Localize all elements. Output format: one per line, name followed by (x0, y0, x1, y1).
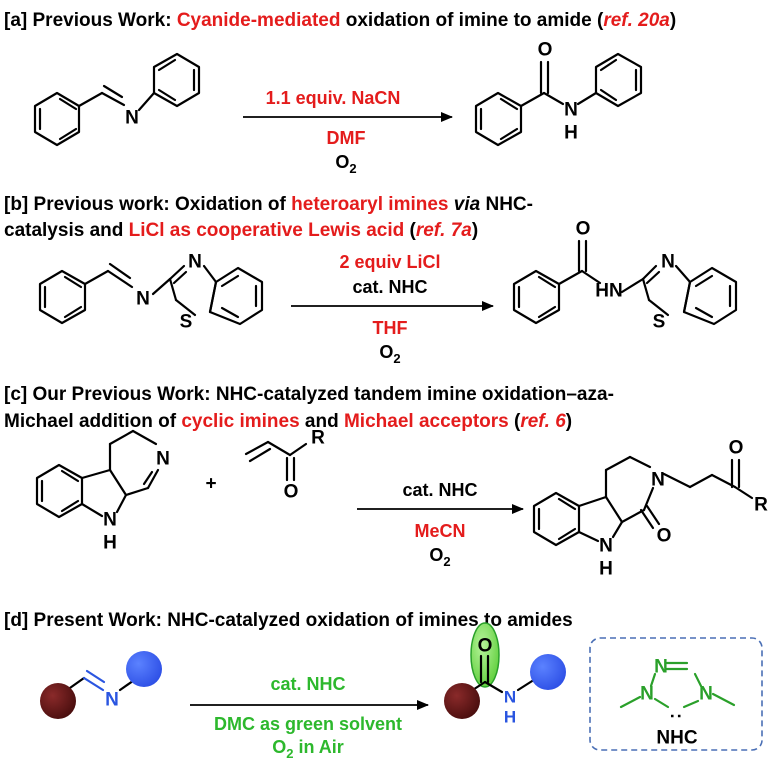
substituent-sphere-blue (126, 651, 162, 687)
carbene-lone-pair: : (667, 713, 687, 719)
oxygen-highlight (470, 622, 500, 688)
section-d: [d] Present Work: NHC-catalyzed oxidatio… (4, 610, 763, 761)
section-a-title-part: [a] Previous Work: (4, 10, 177, 31)
solvent-dmf: DMF (327, 128, 366, 148)
section-b: [b] Previous work: Oxidation of heteroar… (4, 194, 738, 366)
section-c-title-line2: Michael addition of cyclic imines and Mi… (4, 411, 572, 432)
section-d-product-structure (444, 622, 566, 719)
section-a-product-structure (474, 52, 643, 147)
atom-label-h: H (103, 533, 117, 554)
atom-label-n: N (640, 684, 654, 705)
plus-sign: + (205, 474, 216, 495)
atom-label-s: S (180, 312, 193, 333)
atom-label-n: N (136, 289, 150, 310)
catalyst-nhc: cat. NHC (270, 674, 345, 694)
atom-label-h: H (504, 708, 516, 727)
atom-label-o: O (478, 636, 493, 657)
section-b-title-line1: [b] Previous work: Oxidation of heteroar… (4, 194, 533, 215)
reagent-nacn: 1.1 equiv. NaCN (266, 88, 401, 108)
section-c-reactant1-structure (35, 429, 160, 519)
oxidant-o2-air: O2 in Air (272, 737, 344, 761)
atom-label-hn: HN (595, 281, 622, 302)
section-b-title-line2: catalysis and LiCl as cooperative Lewis … (4, 220, 478, 241)
nhc-structure (619, 661, 736, 709)
atom-label-n: N (599, 536, 613, 557)
atom-label-r: R (311, 428, 325, 449)
atom-label-n: N (103, 510, 117, 531)
atom-label-n: N (661, 252, 675, 273)
nhc-dashed-box (589, 637, 763, 751)
atom-label-o: O (657, 526, 672, 547)
section-a: [a] Previous Work: Cyanide-mediated oxid… (4, 10, 676, 176)
atom-label-r: R (754, 495, 768, 516)
atom-label-n: N (125, 108, 139, 129)
atom-label-n: N (651, 470, 665, 491)
atom-label-n: N (105, 690, 119, 711)
section-d-reactant-structure (40, 651, 162, 719)
substituent-sphere-red (40, 683, 76, 719)
atom-label-n: N (188, 252, 202, 273)
atom-label-h: H (599, 559, 613, 580)
section-c-reactant2-structure (244, 440, 308, 482)
solvent-thf: THF (373, 318, 408, 338)
section-a-title-red: Cyanide-mediated (177, 10, 341, 31)
section-a-ref: ref. 20a (603, 10, 670, 31)
substituent-sphere-red (444, 683, 480, 719)
section-a-title: [a] Previous Work: Cyanide-mediated oxid… (4, 10, 676, 31)
atom-label-n: N (564, 100, 578, 121)
section-c: [c] Our Previous Work: NHC-catalyzed tan… (4, 384, 768, 580)
atom-label-o: O (576, 219, 591, 240)
section-d-title: [d] Present Work: NHC-catalyzed oxidatio… (4, 610, 573, 631)
atom-label-o: O (729, 438, 744, 459)
section-a-title-part: ) (670, 10, 676, 31)
section-b-product-structure (512, 239, 738, 326)
oxidant-o2: O2 (335, 152, 356, 176)
section-b-reactant-structure (38, 262, 264, 326)
reagent-licl: 2 equiv LiCl (339, 252, 440, 272)
atom-label-n: N (654, 657, 668, 678)
solvent-dmc: DMC as green solvent (214, 714, 402, 734)
atom-label-o: O (538, 40, 553, 61)
atom-label-n: N (156, 449, 170, 470)
catalyst-nhc: cat. NHC (402, 480, 477, 500)
section-a-reactant-structure (33, 52, 201, 147)
solvent-mecn: MeCN (414, 521, 465, 541)
nhc-label: NHC (656, 728, 697, 749)
substituent-sphere-blue (530, 654, 566, 690)
atom-label-h: H (564, 123, 578, 144)
atom-label-n: N (699, 684, 713, 705)
section-a-title-part: oxidation of imine to amide ( (340, 10, 604, 31)
atom-label-n: N (504, 688, 516, 707)
section-c-product-structure (532, 455, 754, 547)
oxidant-o2: O2 (429, 545, 450, 569)
catalyst-nhc: cat. NHC (352, 277, 427, 297)
atom-label-s: S (653, 312, 666, 333)
atom-label-o: O (284, 482, 299, 503)
section-c-title-line1: [c] Our Previous Work: NHC-catalyzed tan… (4, 384, 614, 405)
oxidant-o2: O2 (379, 342, 400, 366)
